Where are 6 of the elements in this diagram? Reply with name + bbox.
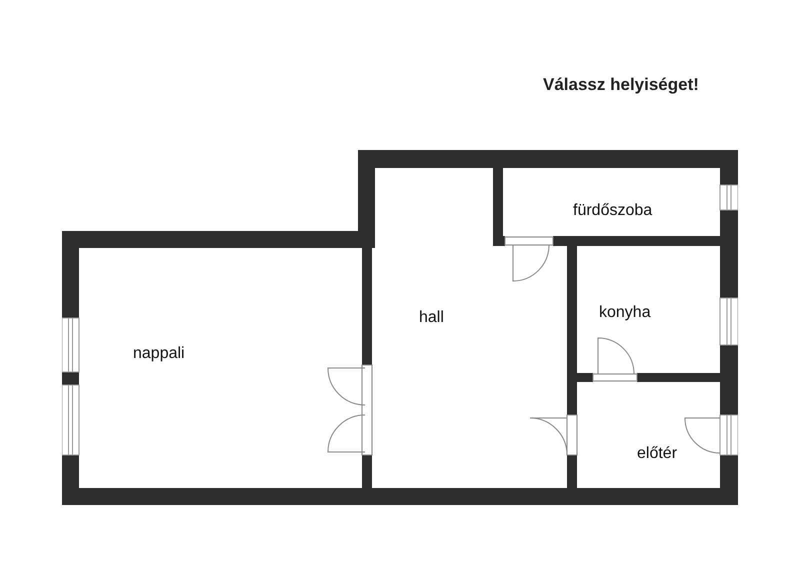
room-label: konyha	[599, 303, 651, 323]
room-label: hall	[419, 308, 444, 328]
room-label: előtér	[637, 444, 678, 464]
title: Válassz helyiséget!	[543, 74, 699, 96]
room-label: nappali	[133, 344, 185, 364]
room-label: fürdőszoba	[573, 201, 652, 221]
